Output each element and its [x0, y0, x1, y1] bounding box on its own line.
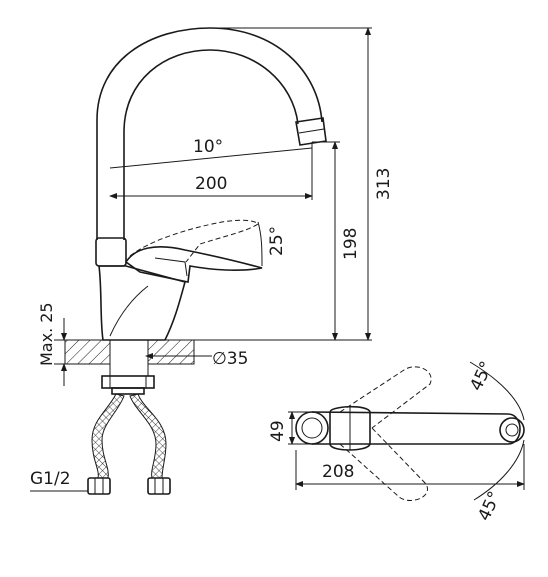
dim-body-width: 49	[268, 420, 288, 442]
dim-spout-angle: 10°	[193, 137, 223, 157]
dim-top-length: 208	[322, 462, 354, 482]
dim-spout-height: 198	[341, 228, 361, 260]
angle-10-line	[109, 147, 313, 169]
top-spout-rotated-up	[339, 366, 432, 429]
top-spout-tip	[499, 417, 525, 443]
dim-thread: G1/2	[30, 469, 71, 489]
dim-max-deck: Max. 25	[37, 302, 56, 366]
top-view: 49 208 45° 45°	[268, 358, 525, 524]
spout-outer	[96, 27, 323, 240]
dim-rotate-angle-bottom: 45°	[474, 488, 505, 524]
fixing-washer	[111, 387, 145, 395]
lever-handle	[124, 246, 263, 283]
hose-nut-right	[147, 477, 171, 495]
mixer-body	[98, 265, 186, 341]
side-view: 10° 200 198 313 25° Max. 25 ∅35 G1/2	[30, 27, 394, 495]
top-body-circle	[295, 411, 329, 445]
dim-lever-angle: 25°	[267, 226, 287, 256]
spout-nozzle	[295, 117, 327, 146]
lever-raised-ghost	[129, 219, 259, 263]
dim-spout-reach: 200	[195, 174, 227, 194]
spout-collar	[95, 237, 127, 267]
dim-hole-diameter: ∅35	[212, 349, 248, 369]
top-spout	[311, 411, 521, 445]
dim-overall-height: 313	[374, 168, 394, 200]
hose-left	[91, 393, 125, 479]
dim-rotate-angle-top: 45°	[466, 358, 497, 394]
deck-hatch-left	[64, 339, 111, 365]
spout-inner	[123, 49, 299, 240]
hose-right	[129, 393, 167, 479]
hose-nut-left	[87, 477, 111, 495]
deck-hatch-right	[147, 339, 195, 365]
top-spout-rotated-down	[339, 427, 428, 501]
